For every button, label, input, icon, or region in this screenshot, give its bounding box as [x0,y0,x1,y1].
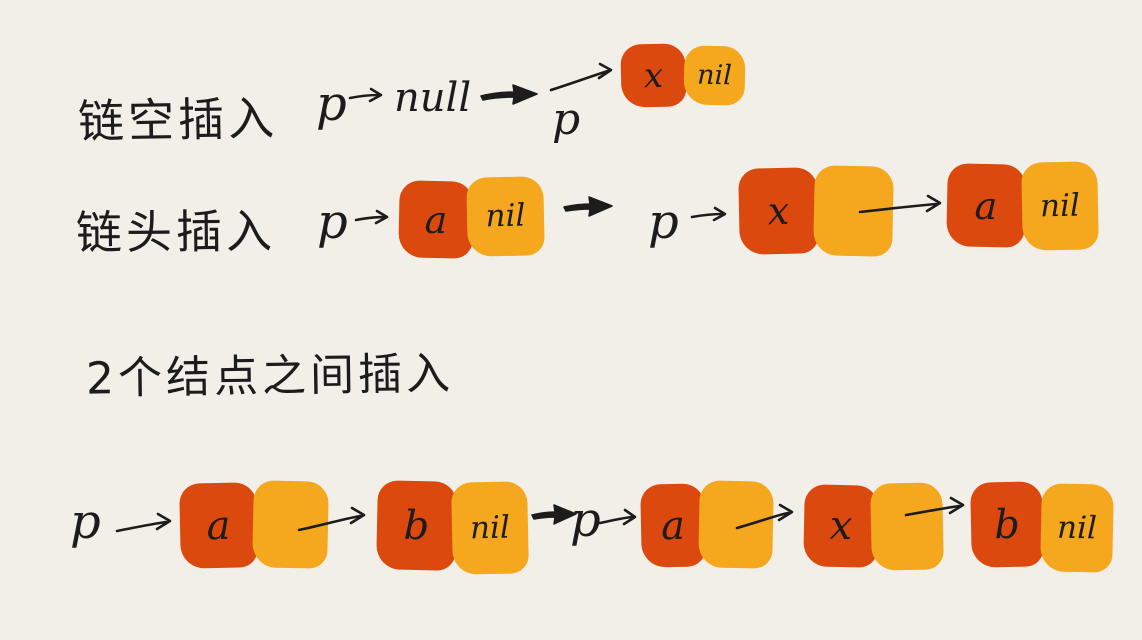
node-data-cell: x [620,43,687,108]
node-data-label: a [424,197,448,242]
node-data-label: x [643,55,664,96]
pointer-arrow-icon [354,209,389,225]
node-next-cell: nil [1040,483,1114,573]
node-next-label: nil [1039,187,1081,224]
pointer-arrow-icon [549,62,613,92]
node-data-label: x [829,502,853,550]
node-data-cell: a [398,180,474,259]
transform-arrow-icon [480,84,538,105]
row1-before-pointer-label: p [316,76,347,132]
node-data-label: a [660,502,686,549]
node-data-label: a [974,183,998,228]
node-data-cell: b [970,481,1044,568]
transform-arrow-icon [531,504,577,525]
row3-title: 2个结点之间插入 [85,348,455,405]
node-data-cell: a [179,482,258,569]
pointer-arrow-icon [297,506,366,532]
node-next-cell: nil [451,481,529,575]
pointer-arrow-icon [115,512,172,533]
pointer-arrow-icon [690,206,727,222]
node-next-label: nil [469,509,511,546]
node-data-cell: x [738,167,819,255]
row1-title: 链空插入 [77,91,279,149]
node-data-cell: x [803,484,879,568]
node-data-label: b [403,502,430,549]
transform-arrow-icon [563,196,613,217]
node-data-cell: b [376,480,457,571]
node-next-cell: nil [466,176,545,257]
pointer-arrow-icon [598,508,637,526]
node-data-label: a [206,502,231,549]
pointer-arrow-icon [904,496,965,517]
row2-after-pointer-label: p [648,194,679,250]
row2-title: 链头插入 [75,204,277,260]
node-next-label: nil [1056,509,1098,546]
node-next-label: nil [485,197,526,235]
node-data-label: x [767,188,790,234]
node-next-cell: nil [1021,161,1099,251]
node-next-label: nil [696,59,733,92]
row1-null-label: null [394,75,472,121]
row3-after-pointer-label: p [570,492,601,548]
node-data-cell: a [946,163,1026,248]
node-data-label: b [993,501,1021,548]
pointer-arrow-icon [735,503,794,530]
row1-after-pointer-label: p [552,94,581,145]
row2-before-pointer-label: p [317,194,348,250]
row3-before-pointer-label: p [70,494,101,550]
pointer-arrow-icon [858,194,942,214]
pointer-arrow-icon [348,87,383,103]
node-data-cell: a [640,483,706,568]
node-next-cell: nil [683,45,746,106]
